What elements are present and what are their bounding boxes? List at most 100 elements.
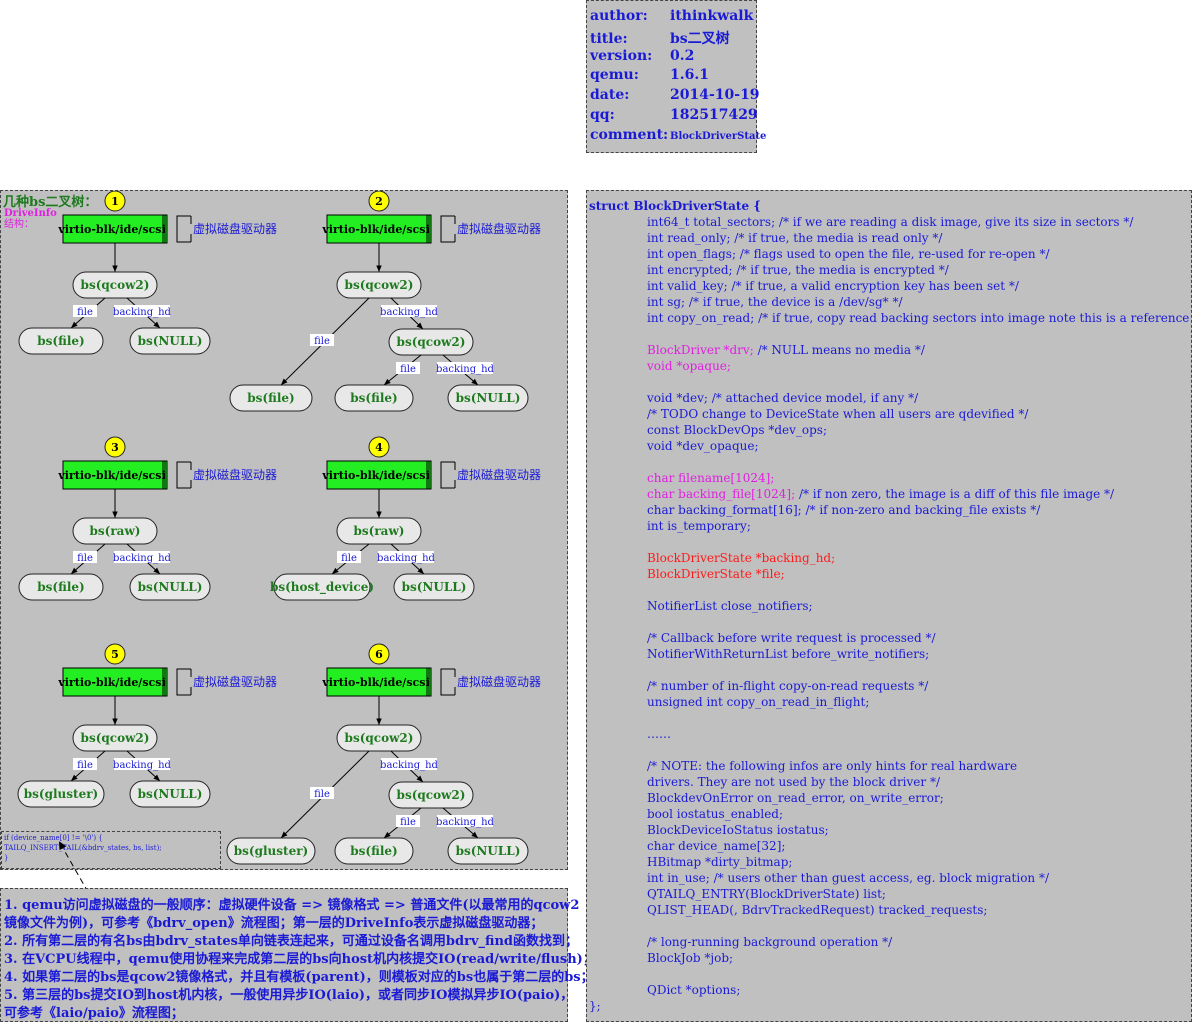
arrow-head	[71, 774, 78, 781]
code-line: }	[4, 854, 9, 862]
arrow-head	[384, 831, 391, 838]
struct-line: BlockJob *job;	[647, 951, 734, 965]
info-row: date:2014-10-19	[590, 87, 760, 103]
info-key: author:	[590, 8, 648, 24]
notes-panel: 1. qemu访问虚拟磁盘的一般顺序：虚拟硬件设备 => 镜像格式 => 普通文…	[0, 888, 596, 1022]
struct-line: ……	[647, 727, 671, 741]
note-bracket	[440, 215, 455, 243]
note-bracket	[440, 668, 455, 696]
edge-label: backing_hd	[113, 553, 172, 564]
number-badge	[368, 643, 390, 665]
info-row: title:bs二叉树	[590, 28, 730, 48]
number-badge	[104, 436, 126, 458]
arrow-head	[332, 567, 339, 574]
code-line: if (device_name[0] != '\0') {	[4, 834, 103, 842]
leaf-node: bs(NULL)	[138, 580, 203, 594]
leaf-node: bs(host_device)	[270, 580, 374, 595]
root-node-shape	[72, 271, 158, 299]
info-value: 2014-10-19	[670, 87, 760, 104]
struct-panel: struct BlockDriverState {int64_t total_s…	[586, 190, 1192, 1022]
driver-box-label: virtio-blk/ide/scsi	[321, 469, 429, 482]
note-line: 镜像文件为例)，可参考《bdrv_open》流程图；第一层的DriveInfo表…	[4, 916, 544, 931]
struct-line: int valid_key; /* if true, a valid encry…	[647, 279, 1019, 293]
edge-label-bg	[437, 815, 493, 827]
leaf-node: bs(file)	[350, 391, 397, 405]
note-bracket	[440, 461, 455, 489]
edge-label-bg	[73, 551, 97, 563]
number-label: 2	[375, 195, 383, 208]
mid-node-shape	[388, 781, 474, 809]
leaf-node-shape	[393, 573, 475, 601]
struct-line: char backing_file[1024]; /* if non zero,…	[647, 487, 1115, 501]
code-line: TAILQ_INSERT_TAIL(&bdrv_states, bs, list…	[4, 844, 162, 852]
leaf-node: bs(file)	[350, 844, 397, 858]
edge-label: file	[400, 364, 416, 375]
edge-label: file	[400, 817, 416, 828]
edge-label-bg	[114, 551, 170, 563]
info-row: comment:BlockDriverState	[590, 127, 766, 143]
driver-box-label: virtio-blk/ide/scsi	[321, 676, 429, 689]
struct-line: HBitmap *dirty_bitmap;	[647, 855, 793, 869]
struct-line: BlockDeviceIoStatus iostatus;	[647, 823, 829, 837]
arrow-head	[471, 831, 478, 838]
root-node-shape	[72, 517, 158, 545]
arrow-head	[376, 511, 382, 518]
arrow-head	[153, 321, 160, 328]
struct-line: unsigned int copy_on_read_in_flight;	[647, 695, 870, 709]
info-row: qq:182517429	[590, 107, 758, 123]
info-key: version:	[590, 47, 653, 64]
leaf-node: bs(NULL)	[456, 391, 521, 405]
info-value: bs二叉树	[670, 30, 730, 47]
driver-box	[62, 667, 168, 697]
leaf-node: bs(NULL)	[456, 844, 521, 858]
root-node-shape	[336, 271, 422, 299]
struct-line: int read_only; /* if true, the media is …	[647, 231, 943, 245]
struct-line: int64_t total_sectors; /* if we are read…	[647, 215, 1134, 229]
leaf-node-shape	[226, 837, 316, 865]
driver-box	[62, 214, 168, 244]
info-key: qq:	[590, 107, 615, 123]
driver-note: 虚拟磁盘驱动器	[457, 674, 541, 689]
root-node: bs(qcow2)	[81, 278, 150, 292]
driver-box-label: virtio-blk/ide/scsi	[321, 223, 429, 236]
struct-line: /* NOTE: the following infos are only hi…	[647, 759, 1018, 773]
root-node: bs(qcow2)	[345, 731, 414, 745]
leaf-node: bs(NULL)	[138, 334, 203, 348]
info-key: comment:	[590, 126, 669, 143]
leaf-node: bs(NULL)	[138, 787, 203, 801]
edge-label: backing_hd	[377, 553, 436, 564]
arrow-head	[112, 265, 118, 272]
root-node: bs(raw)	[354, 524, 405, 538]
struct-line: QTAILQ_ENTRY(BlockDriverState) list;	[647, 887, 886, 901]
driver-box	[326, 460, 432, 490]
number-label: 3	[111, 441, 119, 454]
arrow-head	[416, 322, 423, 329]
leaf-node: bs(file)	[37, 580, 84, 594]
arrow-head	[417, 567, 424, 574]
edge-label-bg	[73, 758, 97, 770]
leaf-node-shape	[129, 780, 211, 808]
struct-line: void *dev_opaque;	[647, 439, 759, 453]
edge-label: file	[77, 307, 93, 318]
arrow-head	[71, 321, 78, 328]
struct-line: };	[589, 999, 601, 1013]
note-line: 4. 如果第二层的bs是qcow2镜像格式，并且有模板(parent)，则模板对…	[4, 970, 594, 985]
edge-label: backing_hd	[380, 760, 439, 771]
edge-label-bg	[310, 787, 334, 799]
leaf-node-shape	[447, 837, 529, 865]
number-label: 6	[375, 648, 383, 661]
mid-node-shape	[388, 328, 474, 356]
arrow-head	[112, 718, 118, 725]
info-value: 1.6.1	[670, 67, 709, 84]
struct-line: char backing_format[16]; /* if non-zero …	[647, 503, 1041, 517]
struct-text: 结构：	[4, 219, 34, 230]
arrow-head	[281, 378, 288, 385]
struct-line: BlockDriverState *file;	[647, 567, 785, 581]
edge-label-bg	[73, 305, 97, 317]
info-value: ithinkwalk	[670, 8, 754, 24]
leaf-node: bs(gluster)	[24, 787, 98, 801]
arrow-head	[153, 774, 160, 781]
